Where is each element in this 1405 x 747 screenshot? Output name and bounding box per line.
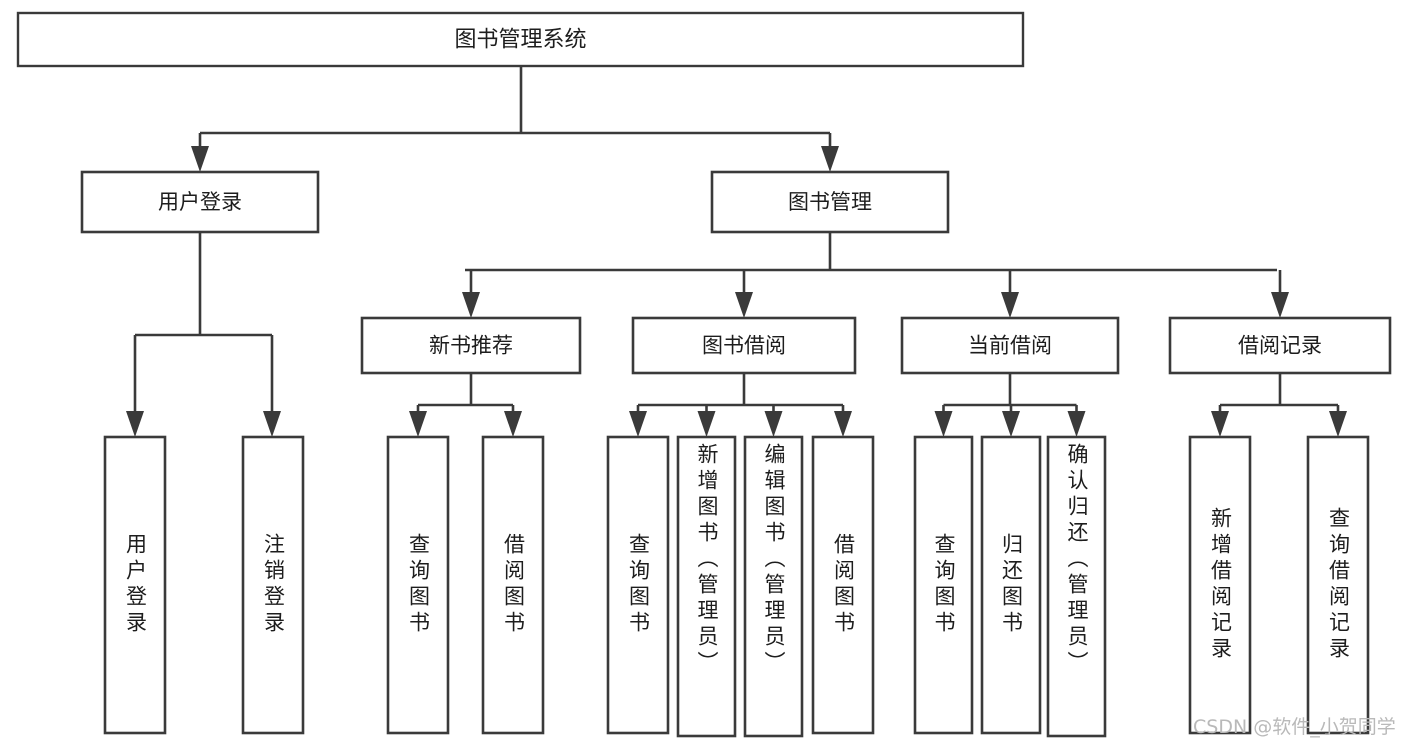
node-label-current-borrow: 当前借阅 [968, 334, 1052, 358]
leaf-arrow-leaf-add-book-head [697, 411, 716, 437]
node-box-book-manage[interactable] [710, 170, 950, 234]
node-box-root[interactable] [16, 11, 1025, 68]
leaf-arrow-leaf-add-record-head [1211, 411, 1229, 437]
node-box-leaf-add-record[interactable] [1188, 435, 1252, 735]
leaf-arrow-leaf-confirm-return-head [1067, 411, 1086, 437]
leaf-arrow-leaf-query-book-rec-head [409, 411, 427, 437]
level3-arrow-current-borrow-head [1001, 292, 1019, 318]
node-box-leaf-query-book-borrow[interactable] [606, 435, 670, 735]
node-box-leaf-return-book[interactable] [980, 435, 1042, 735]
node-box-leaf-add-book[interactable] [676, 435, 737, 738]
level2-arrow-left-head [191, 146, 209, 172]
node-box-leaf-borrow-book-rec[interactable] [481, 435, 545, 735]
level2-arrow-right-head [821, 146, 839, 172]
node-box-leaf-edit-book[interactable] [743, 435, 804, 738]
node-box-leaf-user-login[interactable] [103, 435, 167, 735]
node-label-book-manage: 图书管理 [788, 190, 872, 214]
leaf-arrow-leaf-query-book-borrow-head [629, 411, 647, 437]
leaf-arrow-leaf-borrow-book-rec-head [504, 411, 522, 437]
user-login-arrow-2-head [263, 411, 281, 437]
node-label-user-login: 用户登录 [158, 190, 242, 214]
node-box-new-book-recommend[interactable] [360, 316, 582, 375]
node-box-layer [16, 11, 1392, 738]
level3-arrow-borrow-record-head [1271, 292, 1289, 318]
node-box-leaf-query-record[interactable] [1306, 435, 1370, 735]
node-box-current-borrow[interactable] [900, 316, 1120, 375]
leaf-arrow-leaf-return-book-head [1002, 411, 1020, 437]
csdn-watermark: CSDN @软件_小贺同学 [1193, 716, 1396, 738]
node-box-user-login[interactable] [80, 170, 320, 234]
node-box-leaf-logout[interactable] [241, 435, 305, 735]
node-box-leaf-query-book-cur[interactable] [913, 435, 974, 735]
leaf-arrow-leaf-query-book-cur-head [934, 411, 953, 437]
user-login-arrow-1-head [126, 411, 144, 437]
node-box-borrow-record[interactable] [1168, 316, 1392, 375]
node-label-borrow-record: 借阅记录 [1238, 334, 1322, 358]
node-label-book-borrow: 图书借阅 [702, 334, 786, 358]
node-box-leaf-borrow-book[interactable] [811, 435, 875, 735]
node-box-leaf-confirm-return[interactable] [1046, 435, 1107, 738]
leaf-arrow-leaf-query-record-head [1329, 411, 1347, 437]
level3-arrow-new-book-recommend-head [462, 292, 480, 318]
leaf-arrow-leaf-edit-book-head [764, 411, 783, 437]
node-box-leaf-query-book-rec[interactable] [386, 435, 450, 735]
level3-arrow-book-borrow-head [735, 292, 753, 318]
node-box-book-borrow[interactable] [631, 316, 857, 375]
node-label-root: 图书管理系统 [454, 28, 586, 53]
connector-layer [126, 66, 1347, 437]
leaf-arrow-leaf-borrow-book-head [834, 411, 852, 437]
node-label-new-book-recommend: 新书推荐 [429, 334, 513, 358]
